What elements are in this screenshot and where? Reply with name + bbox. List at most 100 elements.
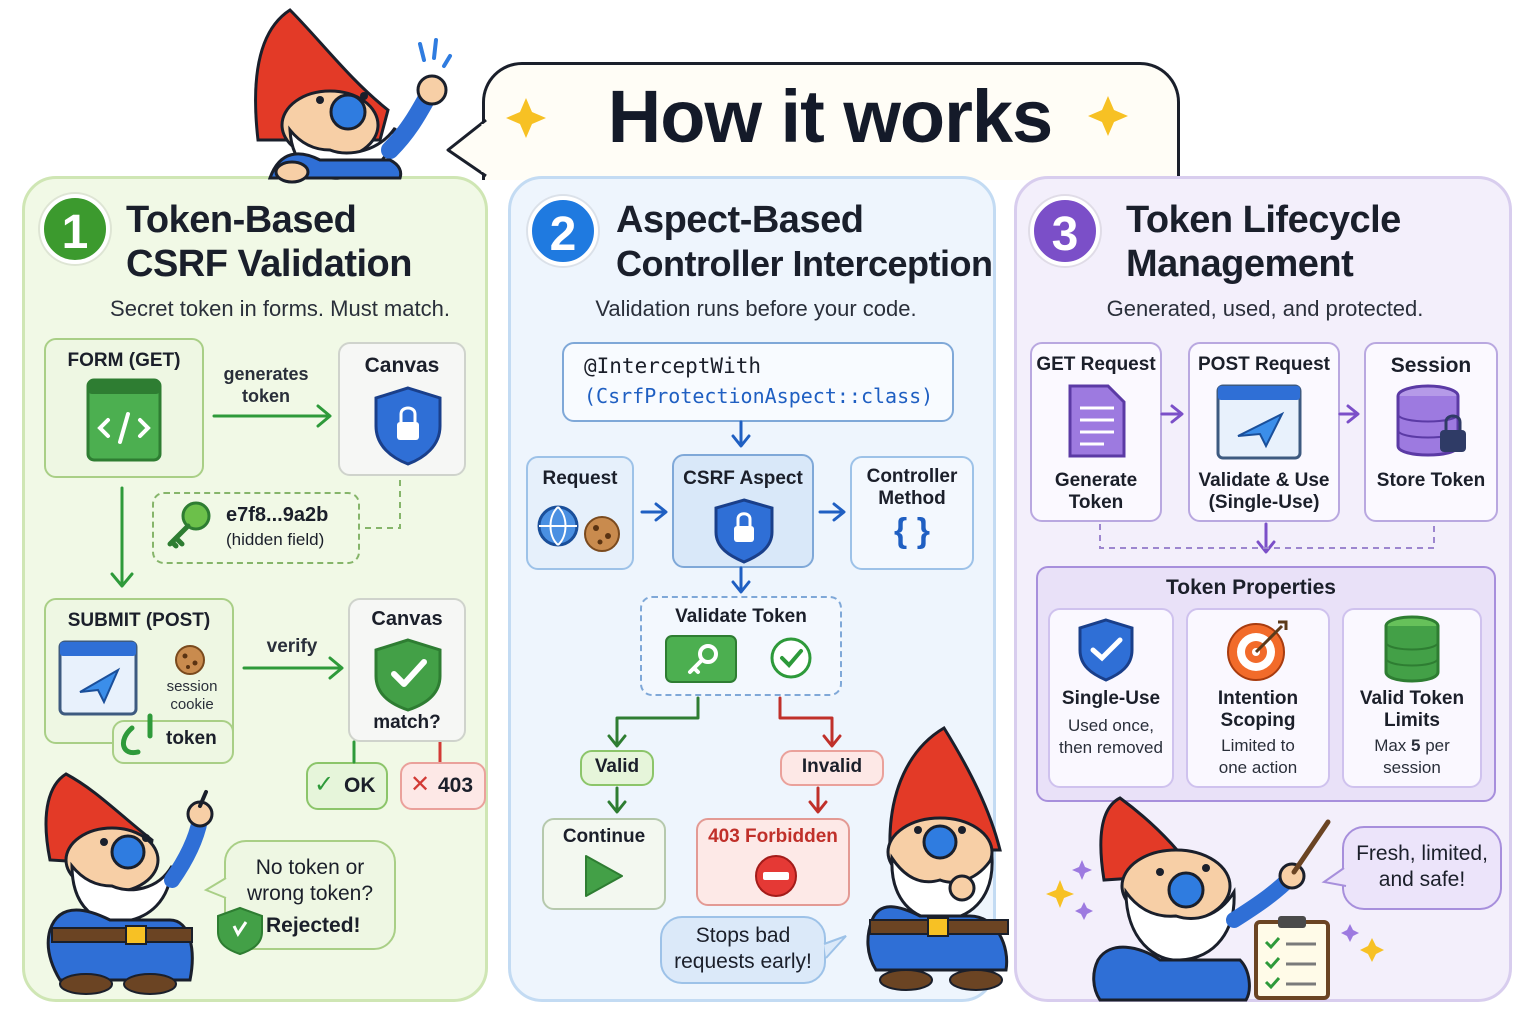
cookie-icon [175,645,205,675]
arrow-aspect-to-validate [731,566,751,594]
sparkle-icon [1360,938,1384,962]
code-window-icon [86,378,162,462]
sparkle-icon [1072,860,1092,880]
valid-label: Valid [594,756,640,777]
checklist-icon [1254,916,1330,1000]
dashed-lifecycle-link [1099,524,1435,549]
rejected-line2: wrong token? [246,882,374,905]
prop-intention-title-1: Intention [1217,688,1299,709]
store-token-label: Store Token [1376,470,1486,491]
token-value: e7f8...9a2b [226,504,329,526]
forbidden-box-label: 403 Forbidden [708,826,838,847]
prop-intention-line2: one action [1218,758,1298,777]
arrow-valid-to-continue [607,786,627,814]
shield-lock-icon [714,498,774,564]
stops-bad-line2: requests early! [674,950,812,973]
page-title: How it works [607,75,1053,158]
prop-limits-title-2: Limits [1384,710,1440,731]
panel-subtitle: Generated, used, and protected. [1106,296,1424,321]
send-window-icon [58,640,138,716]
continue-label: Continue [562,826,646,847]
verify-label: verify [266,636,318,657]
session-cookie-label-1: session [166,678,218,695]
csrf-aspect-label: CSRF Aspect [683,468,803,489]
annotation-code-box [562,342,954,422]
panel-title-line2: CSRF Validation [126,243,412,285]
step-number-badge: 3 [1030,196,1100,266]
panel-title-line1: Token Lifecycle [1126,199,1401,241]
annotation-code-line2: (CsrfProtectionAspect::class) [584,384,934,408]
ok-label: OK [344,774,376,797]
prop-single-use-line2: then removed [1059,738,1163,757]
ok-result [306,762,388,810]
continue-box [542,818,666,910]
send-window-icon [1216,384,1302,460]
session-label: Session [1390,354,1472,377]
arrow-to-properties [1256,522,1276,554]
controller-method-box [850,456,974,570]
panel-title-line2: Management [1126,243,1354,285]
cookie-icon [584,516,620,552]
validate-use-label-2: (Single-Use) [1208,492,1320,513]
prop-intention-line1: Limited to [1221,736,1295,755]
arrow-get-to-post [110,486,134,588]
prop-limits-line1-post: per [1420,736,1450,755]
arrow-invalid-branch [778,696,842,748]
panel-subtitle: Secret token in forms. Must match. [110,296,450,321]
prop-limits-line1-num: 5 [1411,736,1421,755]
token-properties-title: Token Properties [1166,576,1336,599]
step-number-badge: 2 [528,196,598,266]
prop-limits-title-1: Valid Token [1359,688,1465,709]
form-get-label: FORM (GET) [67,350,181,371]
header-tail-icon [446,118,487,178]
forbidden-label: 403 [438,774,474,797]
fresh-line1: Fresh, limited, [1356,842,1488,865]
canvas-bottom-label: Canvas [371,608,443,630]
prop-single-use-line1: Used once, [1068,716,1154,735]
validate-token-label: Validate Token [675,606,807,627]
key-icon [121,713,153,756]
generate-token-label-1: Generate [1054,470,1138,491]
arrow-get-to-post [1160,404,1184,424]
check-circle-icon [770,637,812,679]
prop-limits-line1: Max 5 per [1342,736,1482,756]
play-icon [585,855,623,897]
shield-check-icon [1078,618,1134,682]
fresh-bubble [1342,826,1502,910]
arrow-generates [212,404,332,428]
globe-icon [537,505,579,547]
target-icon [1227,620,1288,681]
token-chip-label: token [166,728,217,749]
dashed-token-link [362,480,401,529]
sparkle-icon [1075,902,1093,920]
step-number-badge: 1 [40,194,110,264]
validate-use-label-1: Validate & Use [1198,470,1330,491]
panel-subtitle: Validation runs before your code. [595,296,917,321]
header-bubble [482,62,1180,180]
valid-tag [580,750,654,786]
arrow-code-to-aspect [731,420,751,448]
rejected-line1: No token or [255,856,365,879]
submit-post-label: SUBMIT (POST) [67,610,211,631]
database-lock-icon [1396,384,1466,457]
generate-token-label-2: Token [1068,492,1124,513]
sparkle-icon [506,98,546,138]
invalid-tag [780,750,884,786]
post-request-label: POST Request [1198,354,1330,375]
shield-hand-icon [217,906,263,956]
database-icon [1384,615,1440,683]
generates-label-2: token [241,386,290,406]
key-icon [665,635,737,683]
request-label: Request [542,468,618,489]
shield-lock-icon [374,386,442,466]
controller-label-2: Method [878,488,946,509]
panel-title-line1: Token-Based [126,199,357,241]
arrow-invalid-to-forbidden [808,786,828,814]
panel-title-line2: Controller Interception [616,243,993,284]
prop-single-use-title: Single-Use [1061,688,1161,709]
sparkle-icon [1341,924,1359,942]
generates-label-1: generates [223,364,309,384]
